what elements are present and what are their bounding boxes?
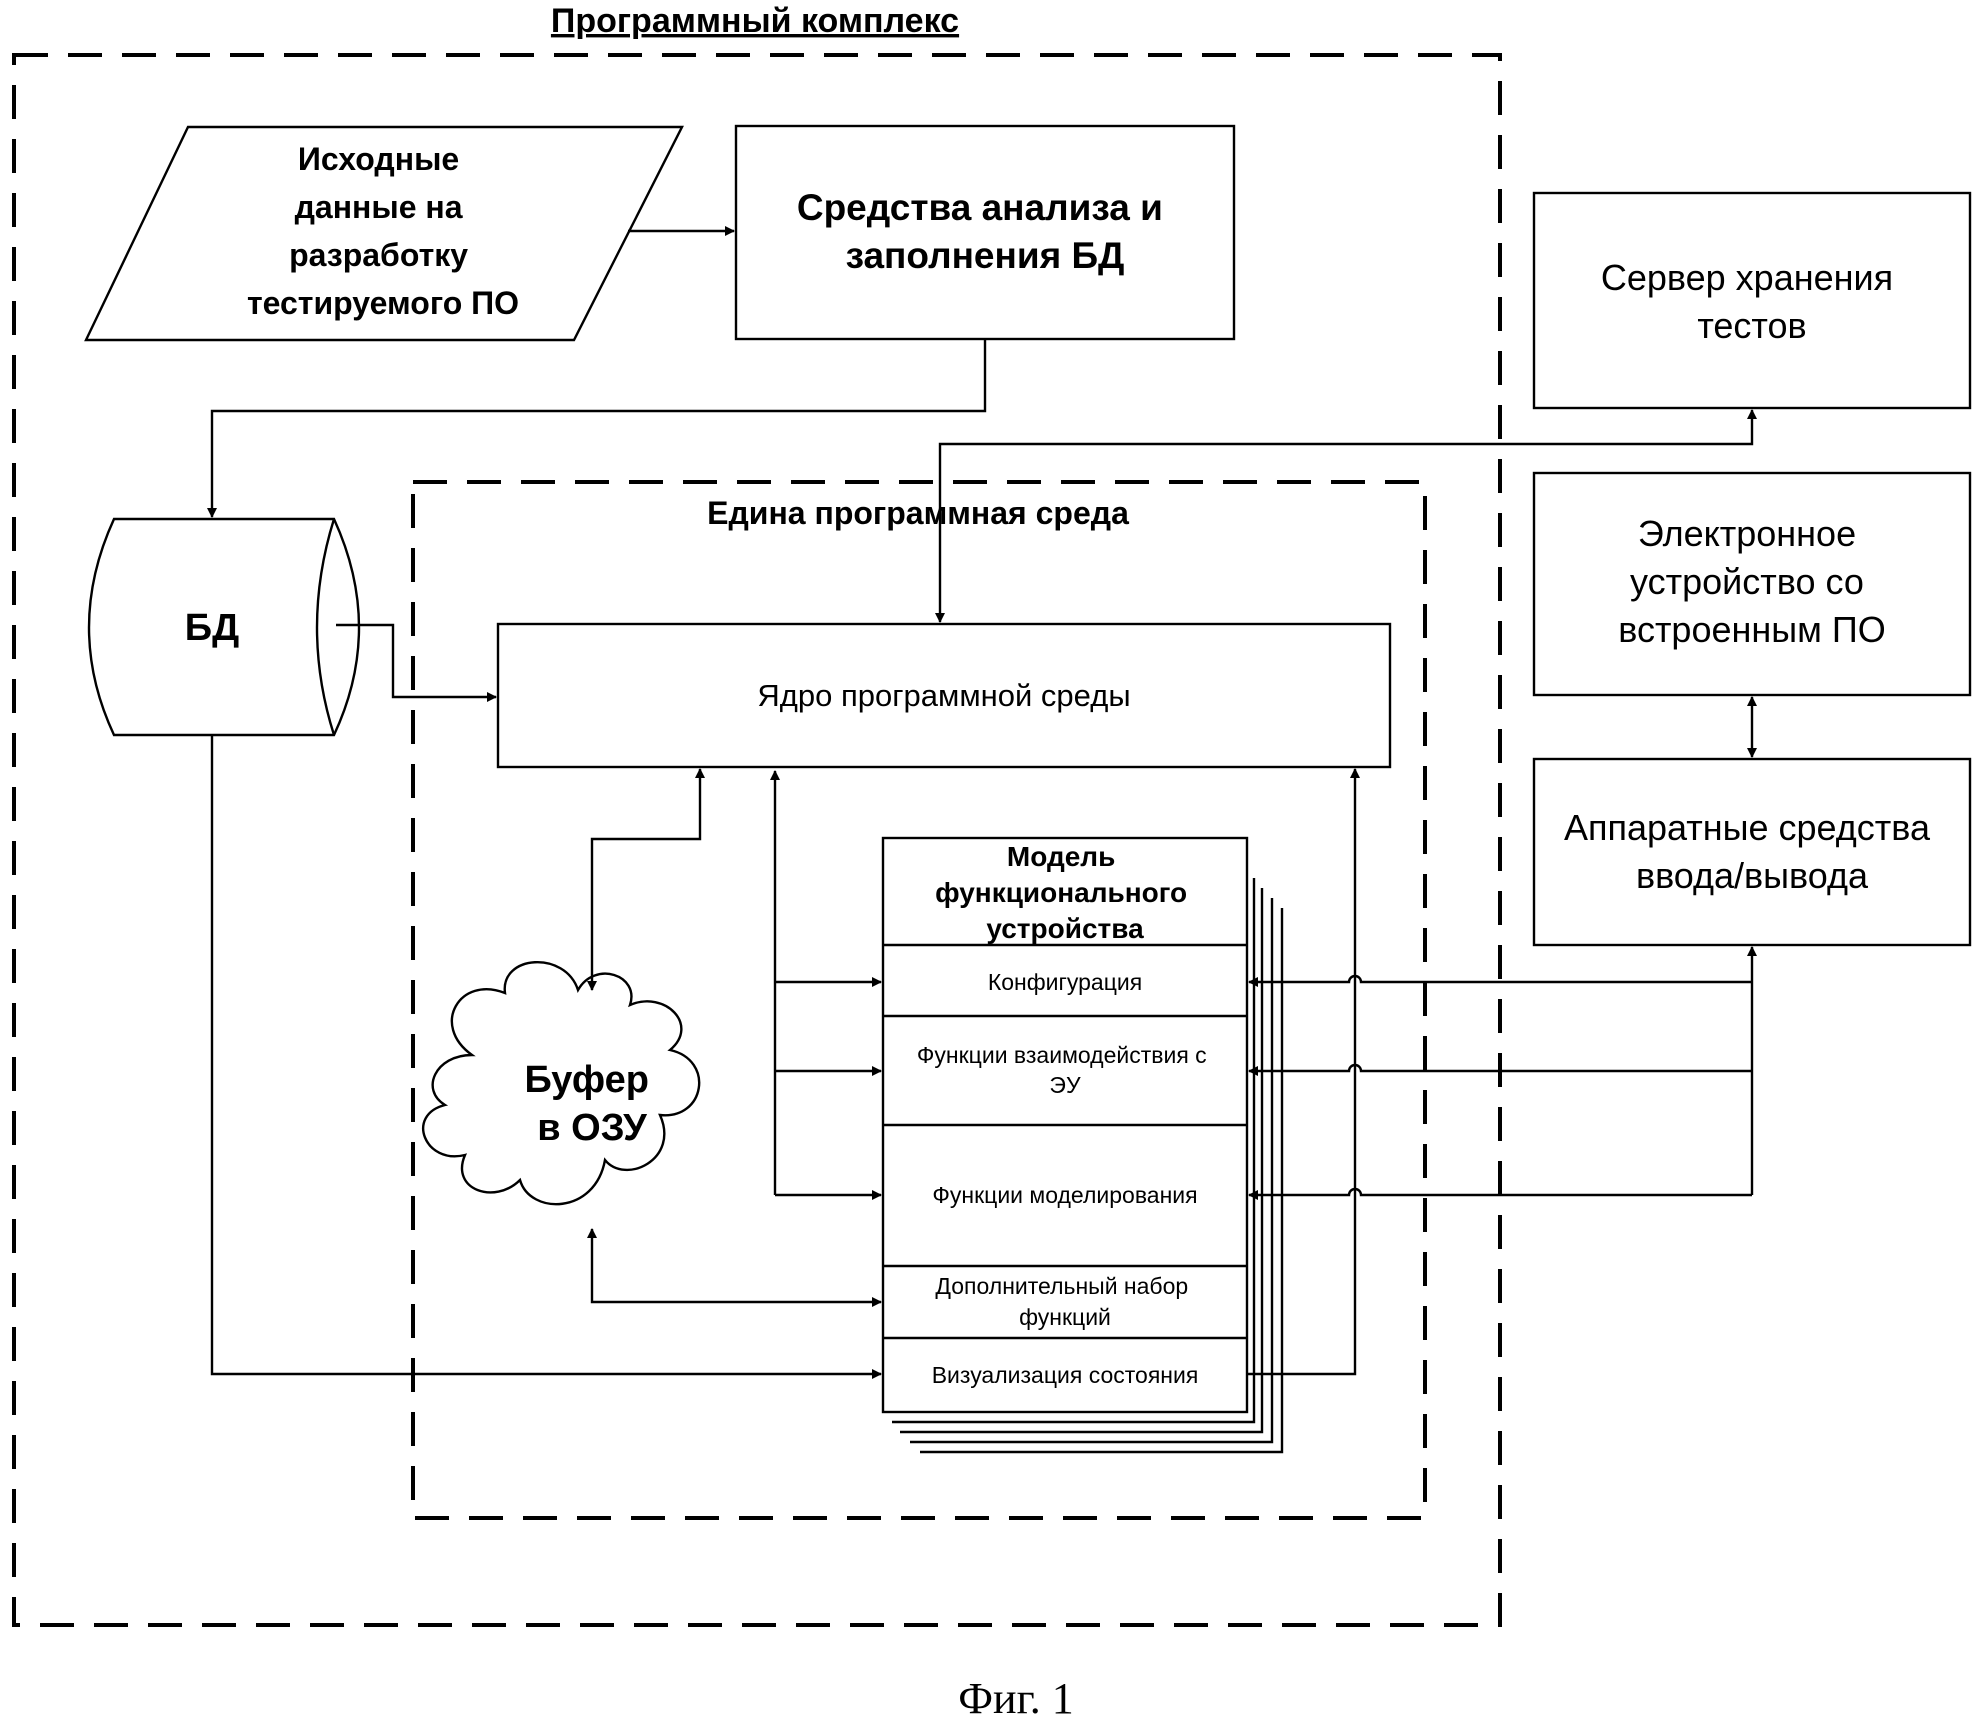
software-complex-boundary	[12, 53, 1502, 1627]
arrow-core-test-server	[935, 409, 1757, 623]
model-title-line-1: Модель	[1007, 841, 1115, 872]
environment-title: Едина программная среда	[707, 495, 1129, 531]
model-extra-line-1: Дополнительный набор	[935, 1273, 1188, 1299]
arrow-buffer-core	[587, 768, 705, 991]
svg-text:Модель функционального: Модель функционального устройства	[935, 841, 1195, 944]
model-modeling: Функции моделирования	[932, 1182, 1197, 1208]
model-title-line-2: функционального	[935, 877, 1187, 908]
device-line-1: Электронное	[1638, 513, 1856, 554]
svg-text:Исходные данные на: Исходные данные на разработку тестируемо…	[247, 141, 519, 321]
io-to-model-links	[1248, 946, 1757, 1200]
core-to-model-bus	[770, 770, 882, 1200]
model-interaction-line-1: Функции взаимодействия с	[917, 1042, 1207, 1068]
source-data-line-1: Исходные	[298, 141, 459, 177]
device-line-2: устройство со	[1630, 561, 1864, 602]
test-server-line-2: тестов	[1697, 305, 1806, 346]
source-data-line-2: данные на	[295, 189, 463, 225]
software-environment-boundary	[411, 480, 1427, 1520]
analysis-tools-box: Средства анализа и заполнения БД	[734, 124, 1236, 341]
analysis-tools-line-1: Средства анализа и	[797, 187, 1163, 228]
svg-text:Буфер в ОЗУ: Буфер в ОЗУ	[524, 1059, 659, 1149]
io-hardware-line-1: Аппаратные средства	[1564, 807, 1931, 848]
svg-text:Электронное устройство с: Электронное устройство со встроенным ПО	[1618, 513, 1886, 650]
io-hardware-line-2: ввода/вывода	[1636, 855, 1869, 896]
buffer-line-2: в ОЗУ	[537, 1107, 647, 1149]
buffer-cloud: Буфер в ОЗУ	[422, 960, 701, 1206]
svg-text:Дополнительный набор фун: Дополнительный набор функций	[935, 1273, 1194, 1330]
functional-device-model: Модель функционального устройства Конфиг…	[881, 836, 1284, 1454]
arrow-analysis-to-db	[207, 339, 987, 518]
model-title-line-3: устройства	[986, 913, 1144, 944]
figure-caption: Фиг. 1	[958, 1674, 1073, 1723]
device-line-3: встроенным ПО	[1618, 609, 1886, 650]
software-complex-title: Программный комплекс	[551, 2, 959, 40]
test-server-line-1: Сервер хранения	[1601, 257, 1893, 298]
source-data-line-4: тестируемого ПО	[247, 285, 519, 321]
arrow-buffer-extra	[587, 1228, 882, 1307]
database-cylinder: БД	[87, 517, 361, 737]
arrow-db-to-core	[336, 623, 497, 702]
io-hardware-box: Аппаратные средства ввода/вывода	[1532, 757, 1972, 947]
test-server-box: Сервер хранения тестов	[1532, 191, 1972, 410]
core-box: Ядро программной среды	[496, 622, 1392, 769]
analysis-tools-line-2: заполнения БД	[846, 235, 1125, 276]
svg-text:Сервер хранения тестов: Сервер хранения тестов	[1601, 257, 1903, 346]
model-interaction-line-2: ЭУ	[1049, 1072, 1081, 1098]
model-visualization: Визуализация состояния	[932, 1362, 1199, 1388]
svg-text:Средства анализа и запол: Средства анализа и заполнения БД	[797, 187, 1173, 276]
model-config: Конфигурация	[988, 969, 1142, 995]
buffer-line-1: Буфер	[524, 1059, 649, 1101]
core-label: Ядро программной среды	[757, 678, 1130, 713]
arrow-db-to-visualization	[210, 735, 882, 1379]
model-extra-line-2: функций	[1019, 1304, 1111, 1330]
source-data-parallelogram: Исходные данные на разработку тестируемо…	[84, 125, 684, 342]
electronic-device-box: Электронное устройство со встроенным ПО	[1532, 471, 1972, 697]
svg-text:Аппаратные средства ввод: Аппаратные средства ввода/вывода	[1564, 807, 1940, 896]
source-data-line-3: разработку	[289, 237, 468, 273]
db-label: БД	[185, 607, 239, 649]
svg-text:Функции взаимодействия с: Функции взаимодействия с ЭУ	[917, 1042, 1213, 1098]
